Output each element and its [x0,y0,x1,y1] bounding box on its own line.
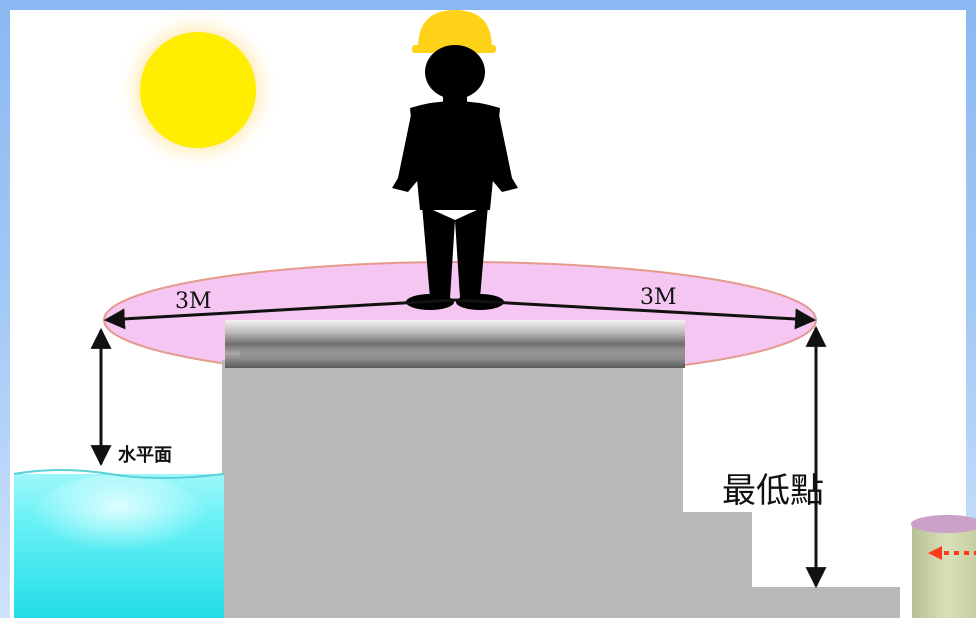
left-radius-arrow [103,298,456,330]
sun-icon [116,8,280,172]
red-dotted-arrow [928,546,976,560]
right-radius-label: 3M [640,285,677,310]
tank [911,515,976,618]
right-radius-arrow [454,298,817,330]
left-radius-label: 3M [175,289,212,314]
worker-silhouette-icon [392,10,518,310]
platform-body [222,360,900,618]
lowest-point-label: 最低點 [722,471,824,511]
water-level-label: 水平面 [118,444,172,466]
water-pool [13,469,225,618]
platform-cap [225,320,685,368]
